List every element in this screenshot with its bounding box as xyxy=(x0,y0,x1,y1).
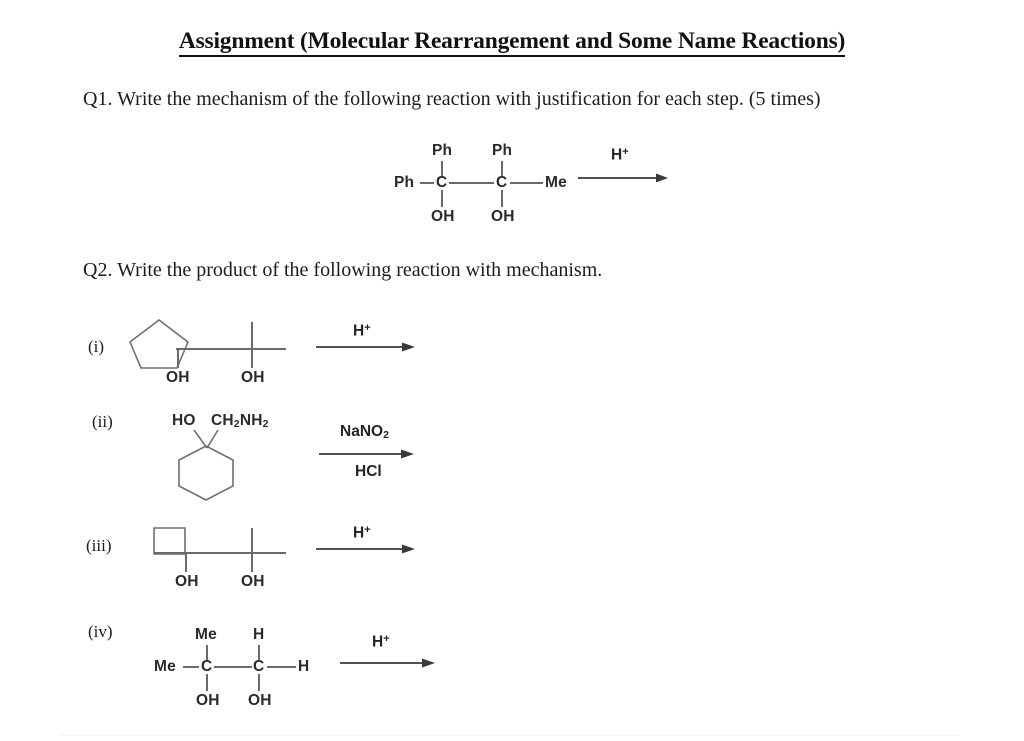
item-ii-nh-text: NH xyxy=(239,412,263,429)
item-iv-c2-top-label: H xyxy=(253,626,265,643)
q1-c2-label: C xyxy=(496,174,508,191)
item-label-ii: (ii) xyxy=(92,412,113,431)
page-title-text: Assignment (Molecular Rearrangement and … xyxy=(178,28,845,57)
item-iii-reagent-above-text: H xyxy=(353,524,365,542)
q1-bond-c1-oh xyxy=(441,190,443,207)
item-ii-reagent-above-text: NaNO xyxy=(340,423,384,440)
item-i-bond-chain xyxy=(176,348,286,350)
item-ii-reaction-arrow xyxy=(319,449,414,459)
item-iii-ring-oh-label: OH xyxy=(175,573,199,590)
item-iv-c2-oh-label: OH xyxy=(248,692,272,709)
item-ii-reagent-above-sub: 2 xyxy=(383,428,389,441)
item-iii-bond-methyl-up xyxy=(251,528,253,552)
item-ii-nh-sub: 2 xyxy=(262,417,269,430)
item-i-chain-oh-label: OH xyxy=(241,369,265,386)
item-label-i: (i) xyxy=(88,337,105,356)
item-iv-bond-c2-top xyxy=(258,645,260,661)
q1-right-substituent-label: Me xyxy=(545,174,567,191)
q1-bond-c1-top xyxy=(441,161,443,177)
q1-reagent-above-charge: + xyxy=(622,146,629,158)
item-i-reagent-above: H+ xyxy=(353,322,371,341)
item-iii-bond-chain-oh xyxy=(251,552,253,572)
item-i-reaction-arrow xyxy=(316,342,415,352)
q1-c2-oh-label: OH xyxy=(491,208,515,225)
item-iv-bond-c1-oh xyxy=(206,674,208,691)
item-iv-bond-c2-h xyxy=(267,666,296,668)
item-iv-reagent-above-charge: + xyxy=(383,633,390,645)
item-iii-reagent-above: H+ xyxy=(353,524,371,543)
q1-bond-c1-c2 xyxy=(449,182,494,184)
item-iii-bond-chain xyxy=(154,552,286,554)
item-iv-c1-oh-label: OH xyxy=(196,692,220,709)
item-iv-bond-c1-top xyxy=(206,645,208,661)
item-ii-reagent-above: NaNO2 xyxy=(340,423,389,441)
item-iv-bond-me-c1 xyxy=(183,666,199,668)
item-iii-bond-ring-oh xyxy=(185,552,187,572)
cyclopentane-ring-icon xyxy=(129,318,189,369)
q1-bond-c2-top xyxy=(501,161,503,177)
q1-c1-label: C xyxy=(436,174,448,191)
item-label-iv: (iv) xyxy=(88,622,113,641)
item-iv-right-substituent-label: H xyxy=(298,658,310,675)
item-ii-ch-sub: 2 xyxy=(233,417,240,430)
item-i-reagent-above-charge: + xyxy=(364,322,371,334)
item-iv-c2-label: C xyxy=(253,658,265,675)
scan-artifact-line xyxy=(60,735,960,736)
item-ii-reagent-below: HCl xyxy=(355,463,382,480)
item-iv-reaction-arrow xyxy=(340,658,435,668)
item-iv-bond-c1-c2 xyxy=(214,666,252,668)
item-ii-ch2nh2-label: CH2NH2 xyxy=(211,412,269,430)
cyclohexane-ring-icon xyxy=(178,445,234,501)
q1-reagent-above: H+ xyxy=(611,146,629,165)
item-iv-c1-top-label: Me xyxy=(195,626,217,643)
q1-bond-c2-me xyxy=(510,182,543,184)
item-iii-reagent-above-charge: + xyxy=(364,524,371,536)
item-i-bond-chain-oh xyxy=(251,348,253,368)
item-i-bond-methyl-up xyxy=(251,322,253,348)
item-ii-bonds-upper xyxy=(193,429,219,449)
item-iv-reagent-above-text: H xyxy=(372,633,384,651)
question-2-text: Q2. Write the product of the following r… xyxy=(83,259,603,281)
item-iii-reaction-arrow xyxy=(316,544,415,554)
item-ii-ho-label: HO xyxy=(172,412,196,429)
q1-bond-c2-oh xyxy=(501,190,503,207)
q1-c2-top-label: Ph xyxy=(492,142,513,159)
item-iv-left-substituent-label: Me xyxy=(154,658,176,675)
item-iii-chain-oh-label: OH xyxy=(241,573,265,590)
item-i-ring-oh-label: OH xyxy=(166,369,190,386)
item-iv-reagent-above: H+ xyxy=(372,633,390,652)
item-i-bond-ring-oh xyxy=(177,348,179,368)
q1-reaction-arrow xyxy=(578,173,668,183)
q1-c1-top-label: Ph xyxy=(432,142,453,159)
item-i-reagent-above-text: H xyxy=(353,322,365,340)
q1-left-substituent-label: Ph xyxy=(394,174,415,191)
item-label-iii: (iii) xyxy=(86,536,112,555)
item-ii-ch-text: CH xyxy=(211,412,234,429)
item-iv-bond-c2-oh xyxy=(258,674,260,691)
question-1-text: Q1. Write the mechanism of the following… xyxy=(83,88,821,110)
q1-reagent-above-text: H xyxy=(611,146,623,164)
page-title: Assignment (Molecular Rearrangement and … xyxy=(0,28,1024,57)
q1-c1-oh-label: OH xyxy=(431,208,455,225)
q1-bond-ph-c1 xyxy=(420,182,434,184)
item-iv-c1-label: C xyxy=(201,658,213,675)
